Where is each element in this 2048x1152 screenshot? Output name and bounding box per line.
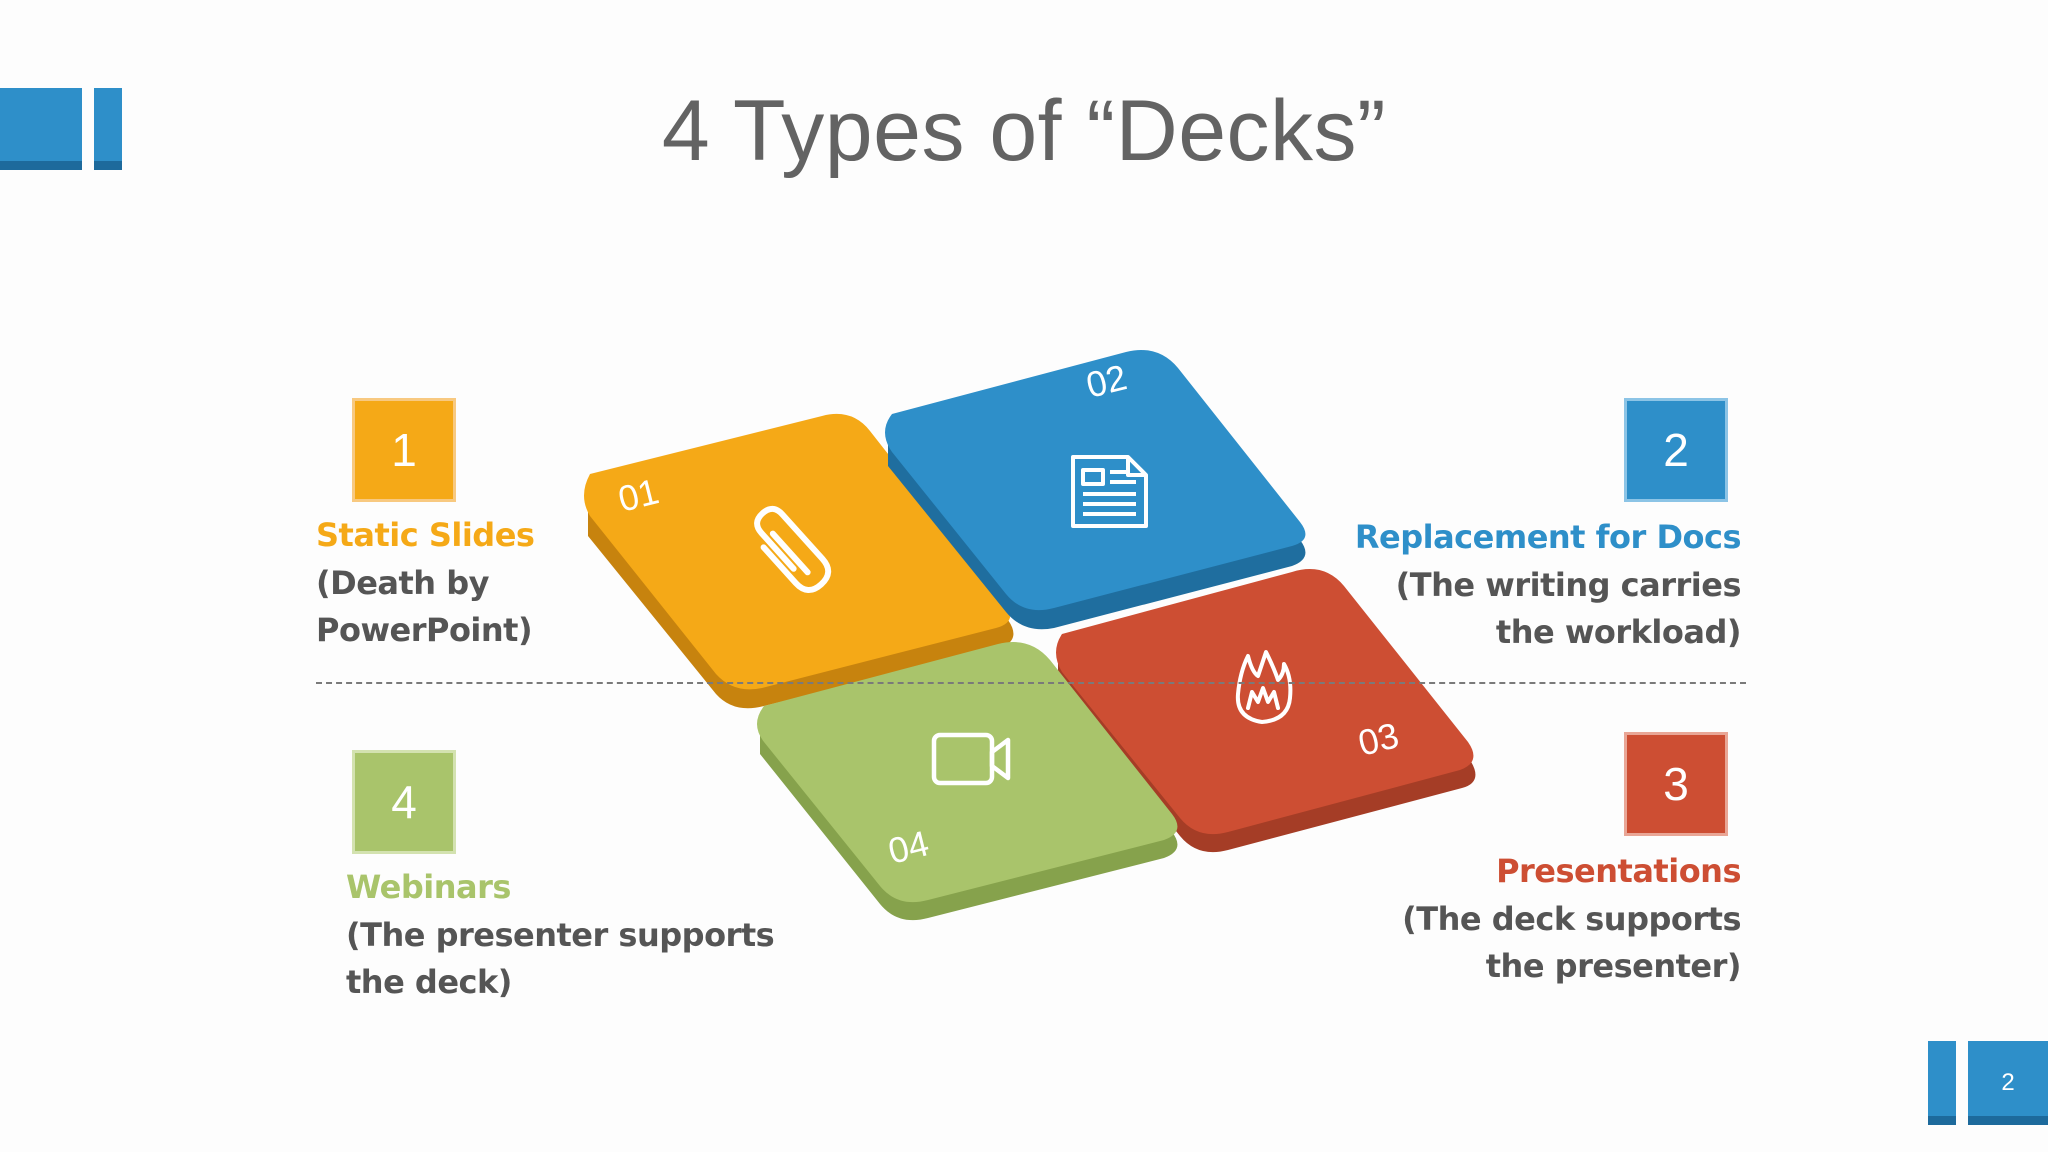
- number-box-4: 4: [352, 750, 456, 854]
- item-1-description-line-2: PowerPoint): [316, 611, 533, 649]
- item-1-description-line-1: (Death by: [316, 564, 489, 602]
- tile-03: 03: [1056, 569, 1476, 853]
- tile-03-label: 03: [1354, 714, 1403, 763]
- number-box-3: 3: [1624, 732, 1728, 836]
- item-2-description: (The writing carries the workload): [1395, 562, 1742, 656]
- item-2-heading: Replacement for Docs: [1354, 518, 1742, 556]
- number-3-text: 3: [1663, 758, 1689, 810]
- item-3-description-line-1: (The deck supports: [1402, 900, 1741, 938]
- item-4-description-line-1: (The presenter supports: [346, 916, 775, 954]
- corner-accent-left-small: [94, 88, 122, 170]
- corner-accent-right-small: [1928, 1041, 1956, 1125]
- item-1-heading: Static Slides: [316, 516, 535, 554]
- document-icon: [1071, 455, 1148, 528]
- corner-accent-right-large: [1968, 1041, 2048, 1125]
- number-1-text: 1: [391, 424, 417, 476]
- item-2-description-line-2: the workload): [1495, 613, 1742, 651]
- item-1-description: (Death by PowerPoint): [316, 560, 533, 654]
- slide-title: 4 Types of “Decks”: [661, 83, 1387, 179]
- item-2-description-line-1: (The writing carries: [1395, 566, 1742, 604]
- number-box-1: 1: [352, 398, 456, 502]
- item-3-description-line-2: the presenter): [1485, 947, 1742, 985]
- item-3-description: (The deck supports the presenter): [1402, 896, 1741, 990]
- number-4-text: 4: [391, 776, 417, 828]
- item-4-description-line-2: the deck): [346, 963, 512, 1001]
- flame-icon: [1235, 650, 1293, 724]
- tile-02: 02: [885, 350, 1306, 630]
- dashed-divider: [316, 682, 1746, 684]
- item-4-heading: Webinars: [346, 868, 511, 906]
- corner-accent-left-large: [0, 88, 82, 170]
- item-3-heading: Presentations: [1496, 852, 1741, 890]
- tile-04: 04: [757, 642, 1178, 921]
- video-camera-icon: [931, 732, 1011, 786]
- number-box-2: 2: [1624, 398, 1728, 502]
- tile-02-label: 02: [1082, 356, 1131, 405]
- number-2-text: 2: [1663, 424, 1689, 476]
- tile-04-label: 04: [884, 822, 933, 871]
- item-4-description: (The presenter supports the deck): [346, 912, 775, 1006]
- page-number: 2: [2001, 1069, 2015, 1096]
- tile-01-label: 01: [614, 470, 663, 519]
- paperclip-icon: [754, 505, 832, 594]
